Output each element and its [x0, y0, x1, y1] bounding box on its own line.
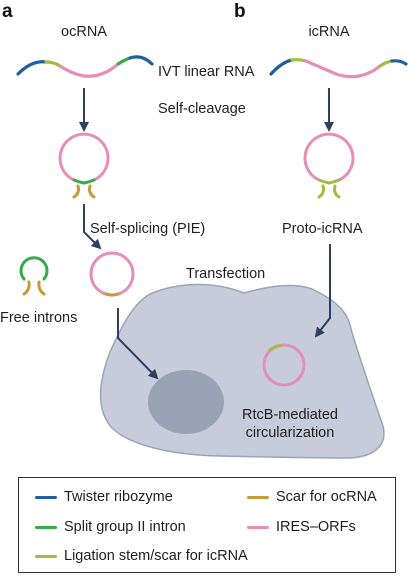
legend-item-ires-orfs: IRES–ORFs — [247, 519, 356, 535]
transfection-label: Transfection — [186, 266, 265, 282]
legend-swatch-twister — [35, 495, 57, 499]
ocrna-linear-rna — [16, 55, 154, 78]
legend: Twister ribozyme Split group II intron L… — [18, 477, 396, 573]
diagram-canvas: a b ocRNA icRNA IVT linear RNA Self-clea… — [0, 1, 408, 459]
legend-label-ires-orfs: IRES–ORFs — [276, 519, 356, 535]
free-intron — [19, 256, 49, 296]
ocrna-precursor-circle — [58, 132, 110, 199]
ocrna-title: ocRNA — [61, 24, 107, 40]
rtcb-label-line2: circularization — [246, 425, 335, 441]
self-splicing-label: Self-splicing (PIE) — [90, 221, 205, 237]
legend-item-split-intron: Split group II intron — [35, 519, 186, 535]
icrna-title: icRNA — [308, 24, 349, 40]
legend-label-ligation: Ligation stem/scar for icRNA — [64, 548, 248, 564]
nucleus — [148, 370, 224, 434]
free-introns-label: Free introns — [0, 310, 77, 326]
legend-label-scar-ocrna: Scar for ocRNA — [276, 489, 377, 505]
legend-swatch-ires-orfs — [247, 525, 269, 529]
proto-icrna-label: Proto-icRNA — [282, 221, 363, 237]
arrow-transfection-ocrna — [117, 308, 159, 380]
panel-a-letter: a — [2, 1, 13, 22]
legend-label-twister: Twister ribozyme — [64, 489, 173, 505]
legend-label-split-intron: Split group II intron — [64, 519, 186, 535]
ocrna-circle — [89, 251, 135, 297]
ivt-linear-rna-label: IVT linear RNA — [158, 64, 255, 80]
legend-item-ligation: Ligation stem/scar for icRNA — [35, 548, 248, 564]
legend-swatch-ligation — [35, 554, 57, 558]
rtcb-label-line1: RtcB-mediated — [242, 407, 338, 423]
legend-item-twister: Twister ribozyme — [35, 489, 173, 505]
cell-body — [99, 283, 385, 459]
icrna-circle — [262, 343, 306, 387]
self-cleavage-label: Self-cleavage — [158, 101, 246, 117]
legend-item-scar-ocrna: Scar for ocRNA — [247, 489, 377, 505]
arrow-self-splicing — [83, 204, 102, 250]
proto-icrna-circle — [303, 132, 355, 199]
arrow-transfection-icrna — [314, 244, 331, 338]
panel-b-letter: b — [234, 1, 246, 22]
legend-swatch-scar-ocrna — [247, 495, 269, 499]
icrna-linear-rna — [269, 58, 408, 79]
legend-swatch-split-intron — [35, 525, 57, 529]
